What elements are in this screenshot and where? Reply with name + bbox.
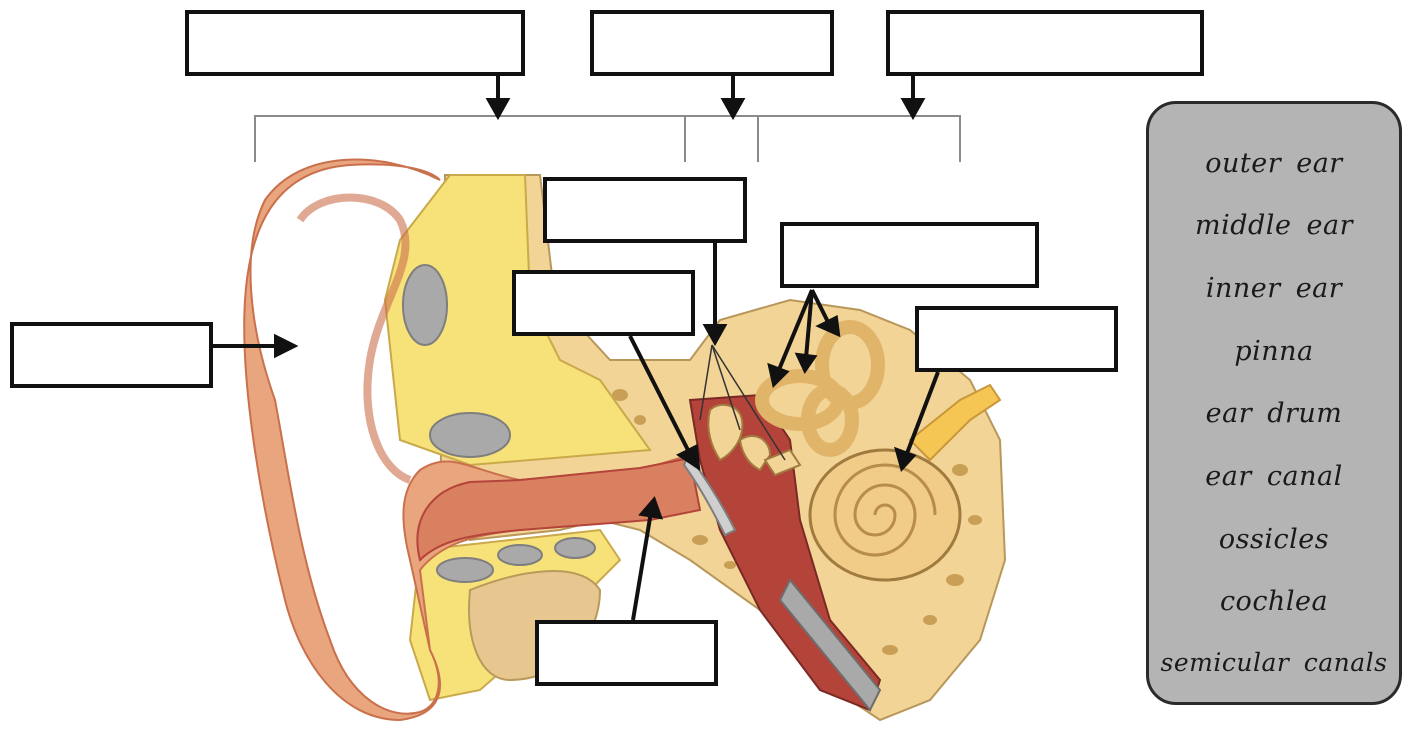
word-bank-item: ear canal — [1149, 461, 1399, 492]
label-box-middle-ear[interactable] — [590, 10, 834, 76]
word-bank-item: outer ear — [1149, 148, 1399, 179]
word-bank-item: inner ear — [1149, 273, 1399, 304]
label-box-cochlea[interactable] — [915, 306, 1118, 372]
label-box-ossicles[interactable] — [543, 177, 747, 243]
word-bank-item: middle ear — [1149, 210, 1399, 241]
label-box-outer-ear[interactable] — [185, 10, 525, 76]
word-bank-item: ossicles — [1149, 524, 1399, 555]
section-brackets — [255, 116, 960, 162]
label-box-ear-drum[interactable] — [512, 270, 695, 336]
middle-ear-bracket — [685, 116, 758, 162]
word-bank-item: ear drum — [1149, 398, 1399, 429]
inner-ear-bracket — [758, 116, 960, 162]
word-bank-item: cochlea — [1149, 586, 1399, 617]
word-bank: outer ear middle ear inner ear pinna ear… — [1146, 101, 1402, 705]
label-box-semicircular-canals[interactable] — [780, 222, 1039, 288]
word-bank-item: pinna — [1149, 336, 1399, 367]
label-box-pinna[interactable] — [10, 322, 213, 388]
label-box-inner-ear[interactable] — [886, 10, 1204, 76]
cochlea — [810, 450, 960, 580]
outer-ear-bracket — [255, 116, 685, 162]
word-bank-item: semicular canals — [1149, 648, 1399, 677]
label-box-ear-canal[interactable] — [535, 620, 718, 686]
